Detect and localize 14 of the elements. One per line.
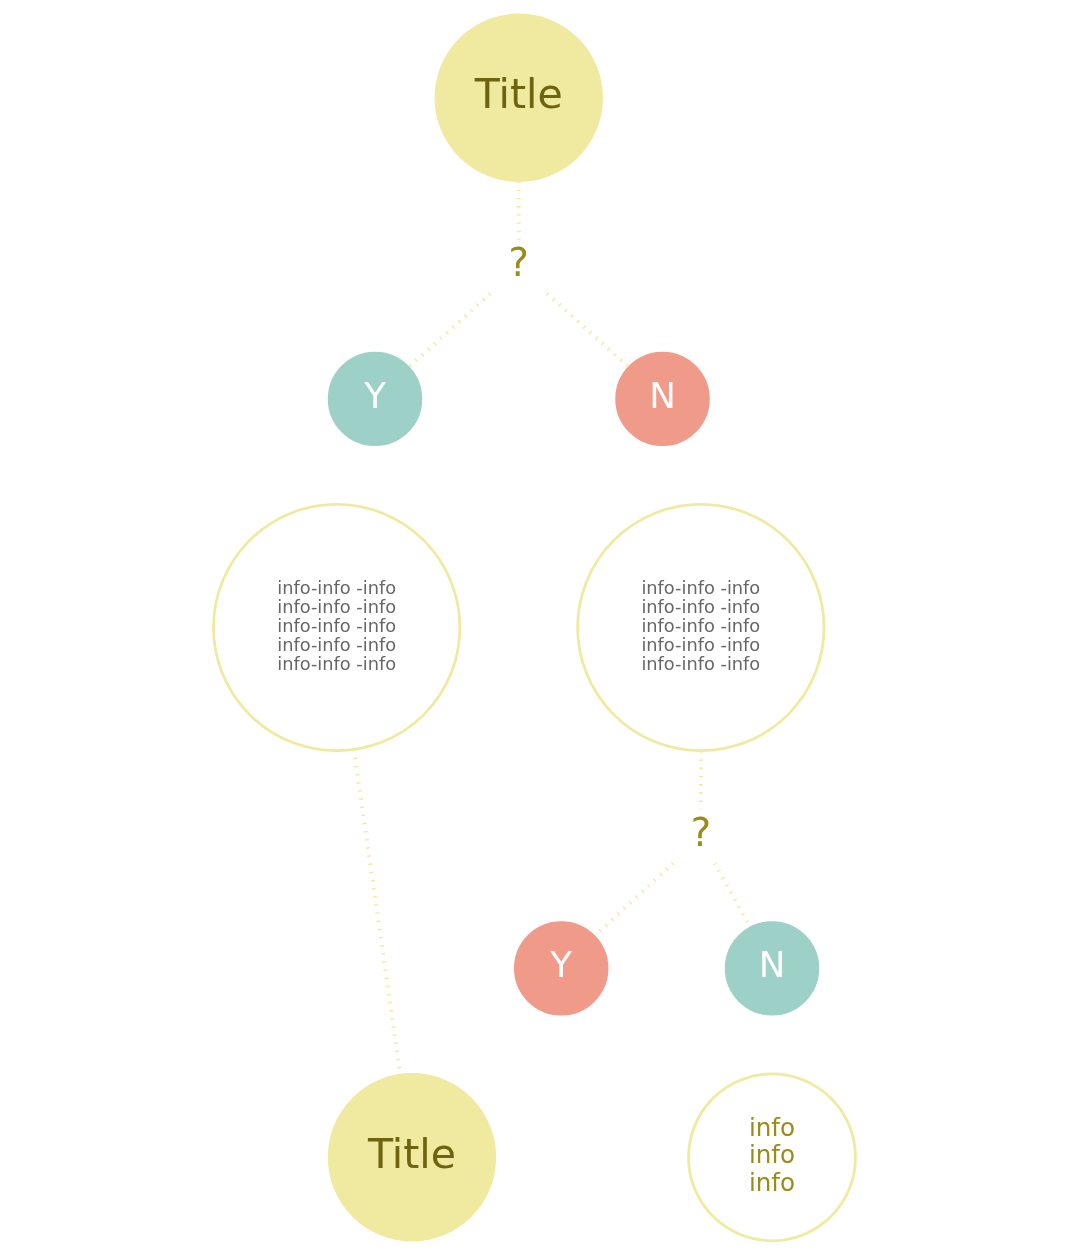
node-circle: N — [614, 351, 710, 447]
node-circle: info-info -info info-info -info info-info -info info-info -info info-info -info — [575, 502, 825, 753]
node-circle: info info info — [686, 1072, 857, 1243]
node-text: ? — [690, 809, 711, 855]
node-circle: N — [724, 921, 819, 1016]
node-text: ? — [508, 240, 529, 286]
node-circle: Title — [434, 13, 603, 182]
node-circle: Title — [327, 1073, 496, 1242]
node-circle: Y — [327, 351, 422, 447]
node-circle: Y — [513, 921, 608, 1016]
connector — [407, 292, 492, 369]
node-circle: info-info -info info-info -info info-info -info info-info -info info-info -info — [211, 502, 461, 753]
connector — [516, 181, 521, 240]
connector — [545, 292, 629, 369]
